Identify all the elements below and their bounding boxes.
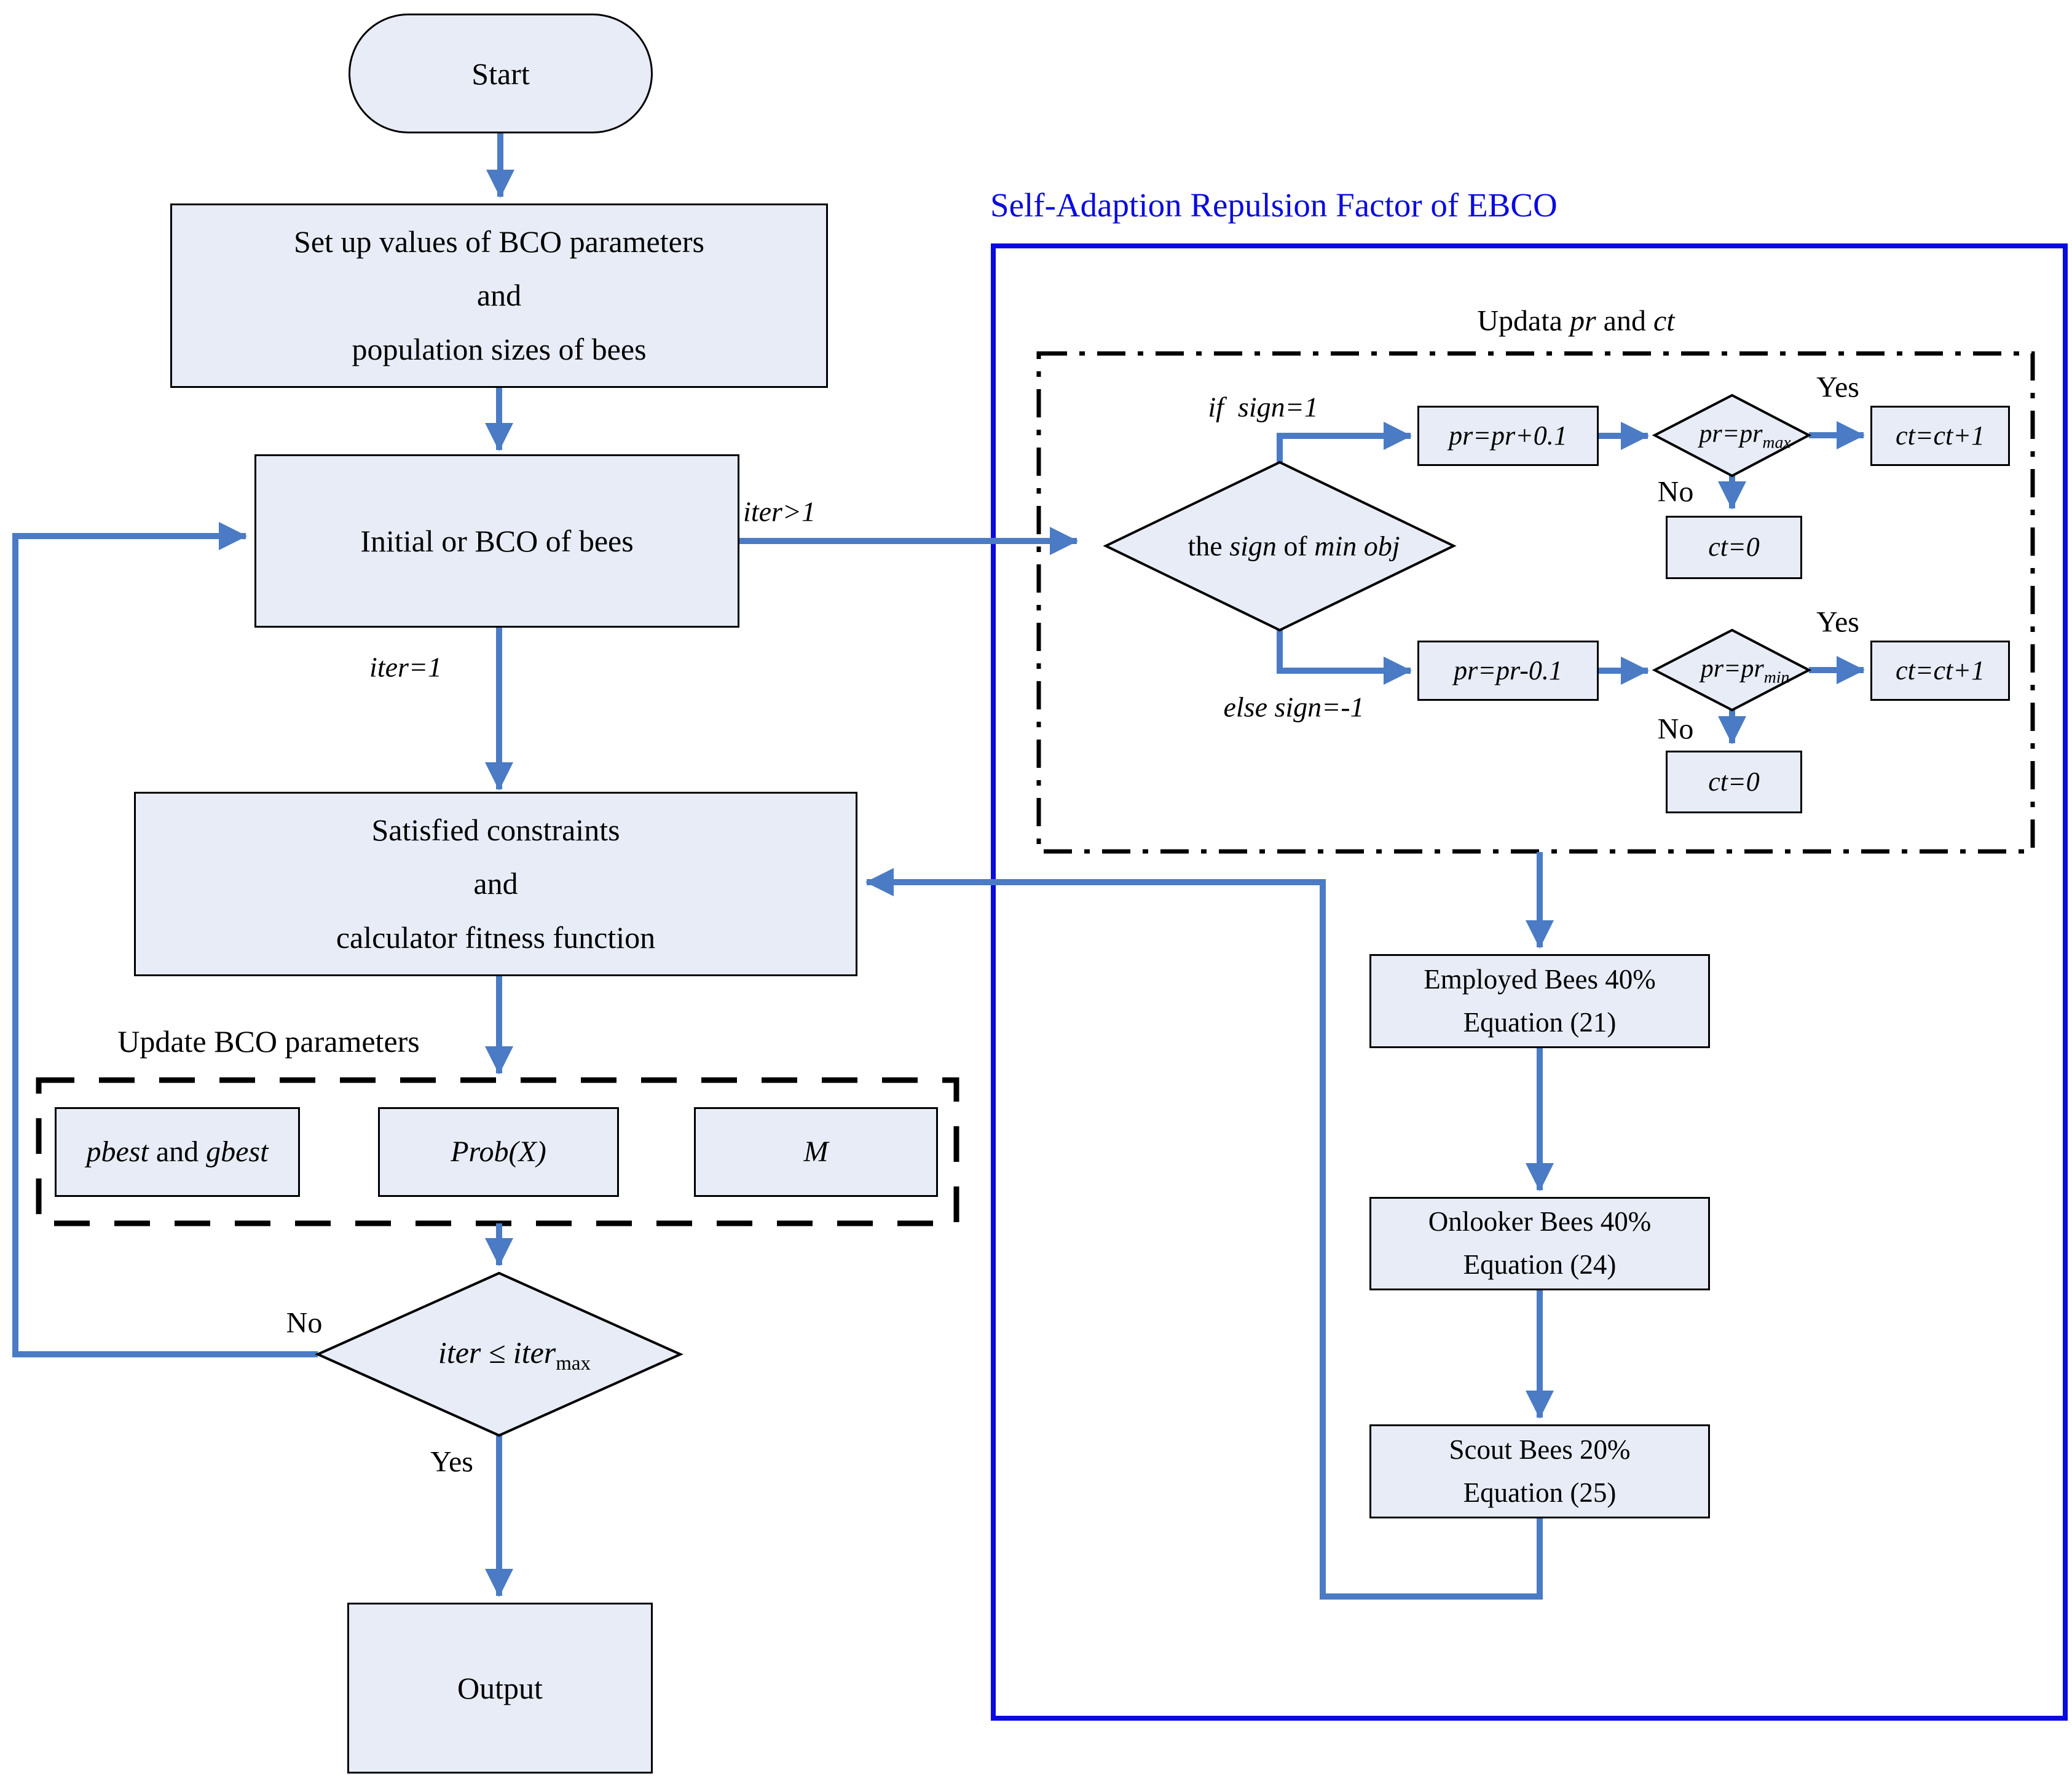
onlooker-bees-node: Onlooker Bees 40% Equation (24) xyxy=(1369,1197,1710,1290)
initial-node: Initial or BCO of bees xyxy=(254,454,739,628)
yes-label-prmax: Yes xyxy=(1816,371,1859,404)
ct-inc-label: ct=ct+1 xyxy=(1896,655,1985,685)
prmax-condition: pr=prmax xyxy=(1673,390,1790,478)
setup-line: Set up values of BCO parameters xyxy=(294,224,704,259)
setup-line: and xyxy=(476,278,522,313)
sign-decision-diamond xyxy=(1103,460,1457,632)
m-label: M xyxy=(803,1135,829,1168)
if-sign-label: if sign=1 xyxy=(1208,391,1318,423)
edge-no-loop xyxy=(12,522,318,1357)
ct-part: ct xyxy=(1653,304,1675,337)
pbest-gbest-label: pbest and gbest xyxy=(87,1126,269,1178)
yes-label-bottom: Yes xyxy=(430,1445,473,1478)
gbest-part: gbest xyxy=(206,1135,269,1168)
iter-gt1-label: iter>1 xyxy=(743,495,816,527)
pr-plus-node: pr=pr+0.1 xyxy=(1417,406,1599,466)
m-node: M xyxy=(694,1107,938,1197)
sign-part: sign xyxy=(1229,530,1277,562)
employed-bees-node: Employed Bees 40% Equation (21) xyxy=(1369,954,1710,1048)
update-params-label: Update BCO parameters xyxy=(117,1024,420,1059)
pbest-gbest-node: pbest and gbest xyxy=(55,1107,300,1197)
output-node: Output xyxy=(347,1603,653,1774)
the-part: the xyxy=(1188,530,1230,562)
ct-zero-label: ct=0 xyxy=(1708,532,1760,562)
scout-bees-node: Scout Bees 20% Equation (25) xyxy=(1369,1424,1710,1518)
satisfied-line: Satisfied constraints xyxy=(371,812,620,847)
ct-inc-node-bottom: ct=ct+1 xyxy=(1870,641,2010,701)
itermax-condition-main: iter ≤ iter xyxy=(438,1335,556,1370)
scout-line: Equation (25) xyxy=(1463,1477,1617,1508)
ct-inc-label: ct=ct+1 xyxy=(1896,420,1985,451)
prmin-condition: pr=prmin xyxy=(1675,625,1790,713)
ct-inc-node-top: ct=ct+1 xyxy=(1870,406,2010,466)
setup-node: Set up values of BCO parameters and popu… xyxy=(170,203,828,388)
ebco-frame xyxy=(991,243,2068,1721)
setup-line: population sizes of bees xyxy=(352,331,647,366)
ct-zero-label: ct=0 xyxy=(1708,766,1760,797)
prmin-sub: min xyxy=(1763,667,1790,687)
updata-part: Updata xyxy=(1477,304,1570,337)
scout-line: Scout Bees 20% xyxy=(1449,1434,1631,1465)
pr-part: pr xyxy=(1569,304,1596,337)
output-label: Output xyxy=(457,1671,543,1705)
and-part: and xyxy=(148,1135,207,1168)
prmax-sub: max xyxy=(1762,432,1791,452)
and-part: and xyxy=(1596,304,1653,337)
edge-sign-top xyxy=(1277,422,1412,462)
prmin-decision-diamond xyxy=(1652,628,1812,712)
itermax-condition: iter ≤ itermax xyxy=(408,1299,591,1406)
no-label-prmax: No xyxy=(1657,475,1694,508)
satisfied-line: calculator fitness function xyxy=(336,920,656,955)
prmin-main: pr=pr xyxy=(1700,655,1764,683)
minobj-part: min obj xyxy=(1314,530,1400,562)
start-label: Start xyxy=(471,56,530,91)
initial-label: Initial or BCO of bees xyxy=(360,524,634,558)
pbest-part: pbest xyxy=(86,1135,149,1168)
ct-zero-node-top: ct=0 xyxy=(1666,516,1802,579)
employed-line: Equation (21) xyxy=(1463,1006,1617,1038)
of-part: of xyxy=(1276,530,1315,562)
pr-minus-node: pr=pr-0.1 xyxy=(1417,641,1599,701)
employed-line: Employed Bees 40% xyxy=(1424,963,1656,995)
prob-node: Prob(X) xyxy=(378,1107,619,1197)
start-node: Start xyxy=(349,14,653,133)
edge-sign-bottom xyxy=(1277,630,1412,685)
pr-minus-label: pr=pr-0.1 xyxy=(1454,655,1562,685)
itermax-decision-diamond xyxy=(315,1271,683,1437)
update-pr-ct-title: Updata pr and ct xyxy=(1448,270,1674,372)
yes-label-prmin: Yes xyxy=(1816,606,1859,639)
satisfied-line: and xyxy=(473,866,518,901)
sign-condition: the sign of min obj xyxy=(1160,497,1400,595)
update-pr-ct-frame xyxy=(1036,351,2035,854)
pr-plus-label: pr=pr+0.1 xyxy=(1449,420,1567,451)
ebco-frame-title: Self-Adaption Repulsion Factor of EBCO xyxy=(990,186,1558,224)
satisfied-node: Satisfied constraints and calculator fit… xyxy=(134,792,857,976)
onlooker-line: Equation (24) xyxy=(1463,1249,1617,1280)
no-label-prmin: No xyxy=(1657,712,1694,746)
prmax-decision-diamond xyxy=(1652,393,1812,478)
onlooker-line: Onlooker Bees 40% xyxy=(1428,1206,1652,1237)
prob-label: Prob(X) xyxy=(451,1135,546,1168)
prmax-main: pr=pr xyxy=(1699,420,1763,448)
else-sign-label: else sign=-1 xyxy=(1223,691,1365,723)
ct-zero-node-bottom: ct=0 xyxy=(1666,751,1802,813)
no-label-left: No xyxy=(286,1306,323,1340)
itermax-condition-sub: max xyxy=(556,1352,591,1375)
edge-scout-satisfied xyxy=(865,868,1543,1600)
iter-eq1-label: iter=1 xyxy=(369,651,442,683)
